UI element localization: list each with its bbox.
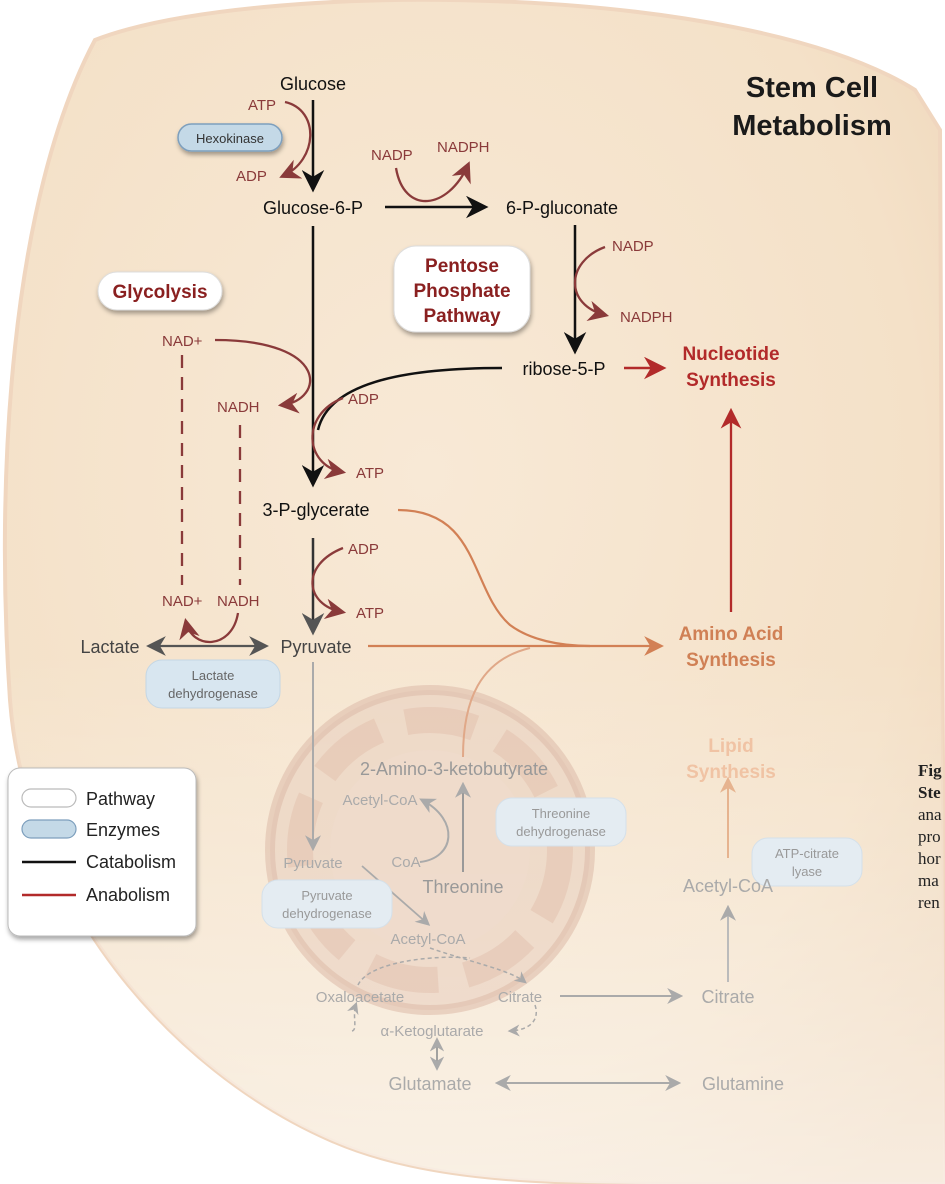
- glycolysis-callout-box: [97, 271, 223, 311]
- caption-line: ren: [918, 893, 940, 912]
- metabolite-threonine: Threonine: [422, 877, 503, 897]
- nadp2-cofactor-arc: [573, 245, 610, 322]
- akg-to-oaa-arc: [347, 1001, 359, 1032]
- metabolite-coa: CoA: [391, 854, 420, 871]
- caption-line: Fig: [918, 761, 942, 780]
- cofactor-adp-1: ADP: [236, 168, 267, 185]
- legend-pathway-label: Pathway: [86, 789, 155, 809]
- adp-atp-cofactor-arc-2: [311, 546, 347, 620]
- aabk-to-amino-arrow: [462, 647, 531, 758]
- pentose-label-2: Phosphate: [413, 281, 510, 302]
- lipid-synthesis-line-2: Synthesis: [686, 762, 776, 783]
- caption-line: pro: [918, 827, 941, 846]
- legend: Pathway Enzymes Catabolism Anabolism: [7, 767, 197, 937]
- metabolite-3pg: 3-P-glycerate: [262, 500, 369, 520]
- metabolite-6pg: 6-P-gluconate: [506, 198, 618, 218]
- oaa-to-citrate-arc: [357, 956, 471, 986]
- pentose-label-1: Pentose: [425, 256, 499, 277]
- cofactor-atp-2: ATP: [356, 465, 384, 482]
- tdh-pill: [495, 797, 627, 847]
- cofactor-nadh: NADH: [217, 399, 260, 416]
- nucleotide-synthesis-line-1: Nucleotide: [682, 344, 779, 365]
- title-line-1: Stem Cell: [746, 72, 878, 104]
- legend-pathway-swatch: [21, 788, 77, 808]
- cofactor-nadph-1: NADPH: [437, 139, 490, 156]
- metabolite-acoa-mito-top: Acetyl-CoA: [342, 792, 417, 809]
- tdh-label-1: Threonine: [532, 806, 591, 821]
- hexokinase-label: Hexokinase: [196, 131, 264, 146]
- acl-label-2: lyase: [792, 864, 822, 879]
- acl-pill: [751, 837, 863, 887]
- metabolite-acoa-cyto: Acetyl-CoA: [683, 876, 773, 896]
- legend-enzymes-swatch: [21, 819, 77, 839]
- metabolite-pyruvate: Pyruvate: [280, 637, 351, 657]
- glycolysis-label: Glycolysis: [112, 282, 207, 303]
- caption-line: hor: [918, 849, 941, 868]
- pdh-label-2: dehydrogenase: [282, 906, 372, 921]
- metabolite-akg: α-Ketoglutarate: [381, 1023, 484, 1040]
- ldh-pill: [145, 659, 281, 709]
- cofactor-nadh-2: NADH: [217, 593, 260, 610]
- metabolite-glucose: Glucose: [280, 74, 346, 94]
- cofactor-nad-plus-2: NAD+: [162, 593, 203, 610]
- metabolite-pyruvate-mito: Pyruvate: [283, 855, 342, 872]
- cofactor-adp-3: ADP: [348, 541, 379, 558]
- 3pg-to-amino-arrow: [397, 508, 591, 648]
- metabolite-glutamate: Glutamate: [388, 1074, 471, 1094]
- amino-acid-synthesis-line-2: Synthesis: [686, 650, 776, 671]
- metabolite-citrate: Citrate: [701, 987, 754, 1007]
- hexokinase-cofactor-arc: [279, 100, 312, 179]
- metabolite-acoa-mito: Acetyl-CoA: [390, 931, 465, 948]
- cofactor-adp-2: ADP: [348, 391, 379, 408]
- ldh-cofactor-arc: [179, 612, 240, 644]
- figure-caption-cropped: Fig Ste ana pro hor ma ren: [918, 760, 945, 914]
- nad-cofactor-arc: [214, 338, 312, 414]
- title-line-2: Metabolism: [732, 110, 892, 142]
- metabolite-g6p: Glucose-6-P: [263, 198, 363, 218]
- legend-catabolism-label: Catabolism: [86, 852, 176, 872]
- hexokinase-pill: [177, 123, 283, 152]
- pdh-label-1: Pyruvate: [301, 888, 352, 903]
- legend-anabolism-label: Anabolism: [86, 885, 170, 905]
- r5p-to-glycolysis-arrow: [316, 366, 503, 431]
- nucleotide-synthesis-line-2: Synthesis: [686, 370, 776, 391]
- acl-label-1: ATP-citrate: [775, 846, 839, 861]
- pentose-callout-box: [393, 245, 531, 333]
- caption-line: ma: [918, 871, 939, 890]
- cofactor-nadp-2: NADP: [612, 238, 654, 255]
- cofactor-nadph-2: NADPH: [620, 309, 673, 326]
- legend-enzymes-label: Enzymes: [86, 820, 160, 840]
- ldh-label-2: dehydrogenase: [168, 686, 258, 701]
- caption-line: ana: [918, 805, 942, 824]
- acoa-to-citrate-arc: [429, 947, 527, 984]
- metabolite-aabk: 2-Amino-3-ketobutyrate: [360, 759, 548, 779]
- cofactor-atp-3: ATP: [356, 605, 384, 622]
- pentose-label-3: Pathway: [423, 306, 501, 327]
- amino-acid-synthesis-line-1: Amino Acid: [679, 624, 784, 645]
- lipid-synthesis-line-1: Lipid: [708, 736, 753, 757]
- metabolite-r5p: ribose-5-P: [522, 359, 605, 379]
- metabolite-lactate: Lactate: [80, 637, 139, 657]
- citrate-to-akg-arc: [507, 1004, 537, 1037]
- metabolite-citrate-mito: Citrate: [498, 989, 542, 1006]
- cofactor-nad-plus: NAD+: [162, 333, 203, 350]
- cofactor-atp-1: ATP: [248, 97, 276, 114]
- caption-line: Ste: [918, 783, 941, 802]
- adp-atp-cofactor-arc: [311, 396, 347, 480]
- metabolite-glutamine: Glutamine: [702, 1074, 784, 1094]
- coa-acoa-arc: [419, 798, 450, 863]
- cofactor-nadp-1: NADP: [371, 147, 413, 164]
- metabolite-oaa: Oxaloacetate: [316, 989, 404, 1006]
- tdh-label-2: dehydrogenase: [516, 824, 606, 839]
- pdh-pill: [261, 879, 393, 929]
- pyruvate-to-acoa-mito-arrow: [361, 865, 431, 926]
- mitochondrion: [265, 685, 595, 1015]
- nadp-cofactor-arc: [394, 161, 471, 203]
- ldh-label-1: Lactate: [192, 668, 235, 683]
